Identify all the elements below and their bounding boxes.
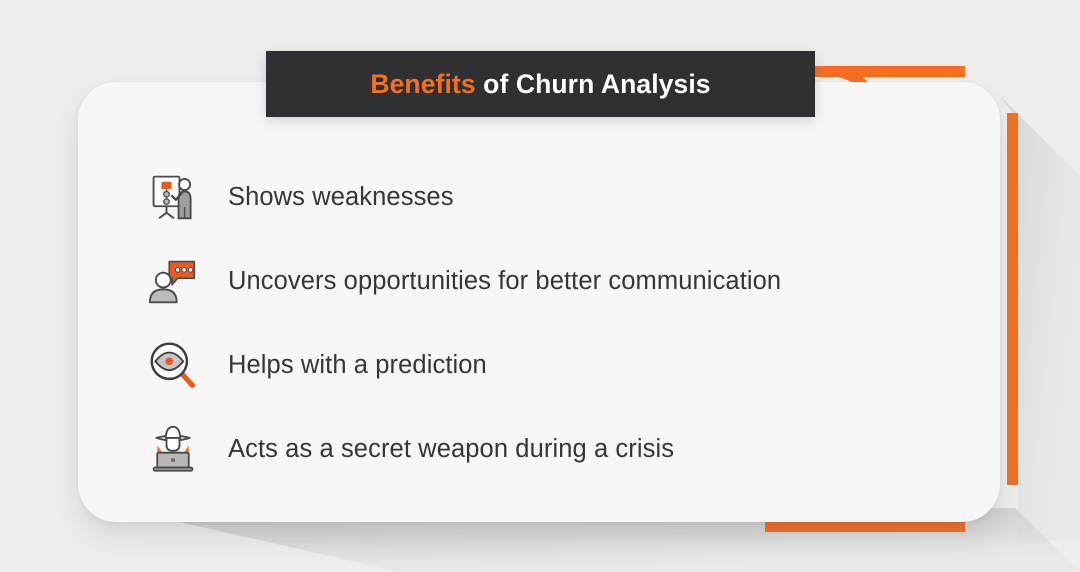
list-item: Shows weaknesses — [78, 155, 1000, 239]
frame-top-segment — [815, 66, 965, 77]
frame-bottom-segment — [765, 521, 965, 532]
list-item: Helps with a prediction — [78, 323, 1000, 407]
frame-right-segment — [1007, 113, 1018, 485]
list-item-label: Helps with a prediction — [228, 350, 487, 379]
list-item-label: Shows weaknesses — [228, 182, 454, 211]
page-title-highlight: Benefits — [370, 68, 476, 99]
page-title-rest: of Churn Analysis — [475, 68, 711, 99]
magnifier-eye-icon — [146, 338, 200, 392]
content-card — [78, 82, 1000, 522]
list-item-label: Acts as a secret weapon during a crisis — [228, 434, 675, 463]
list-item-label: Uncovers opportunities for better commun… — [228, 266, 782, 295]
spy-laptop-icon — [146, 422, 200, 476]
list-item: Acts as a secret weapon during a crisis — [78, 407, 1000, 491]
person-speech-bubble-icon — [146, 254, 200, 308]
title-banner: Benefits of Churn Analysis — [266, 51, 815, 117]
presenter-flipchart-icon — [146, 170, 200, 224]
list-item: Uncovers opportunities for better commun… — [78, 239, 1000, 323]
benefits-list: Shows weaknesses Uncovers opportunities … — [78, 155, 1000, 491]
page-title: Benefits of Churn Analysis — [370, 69, 710, 100]
